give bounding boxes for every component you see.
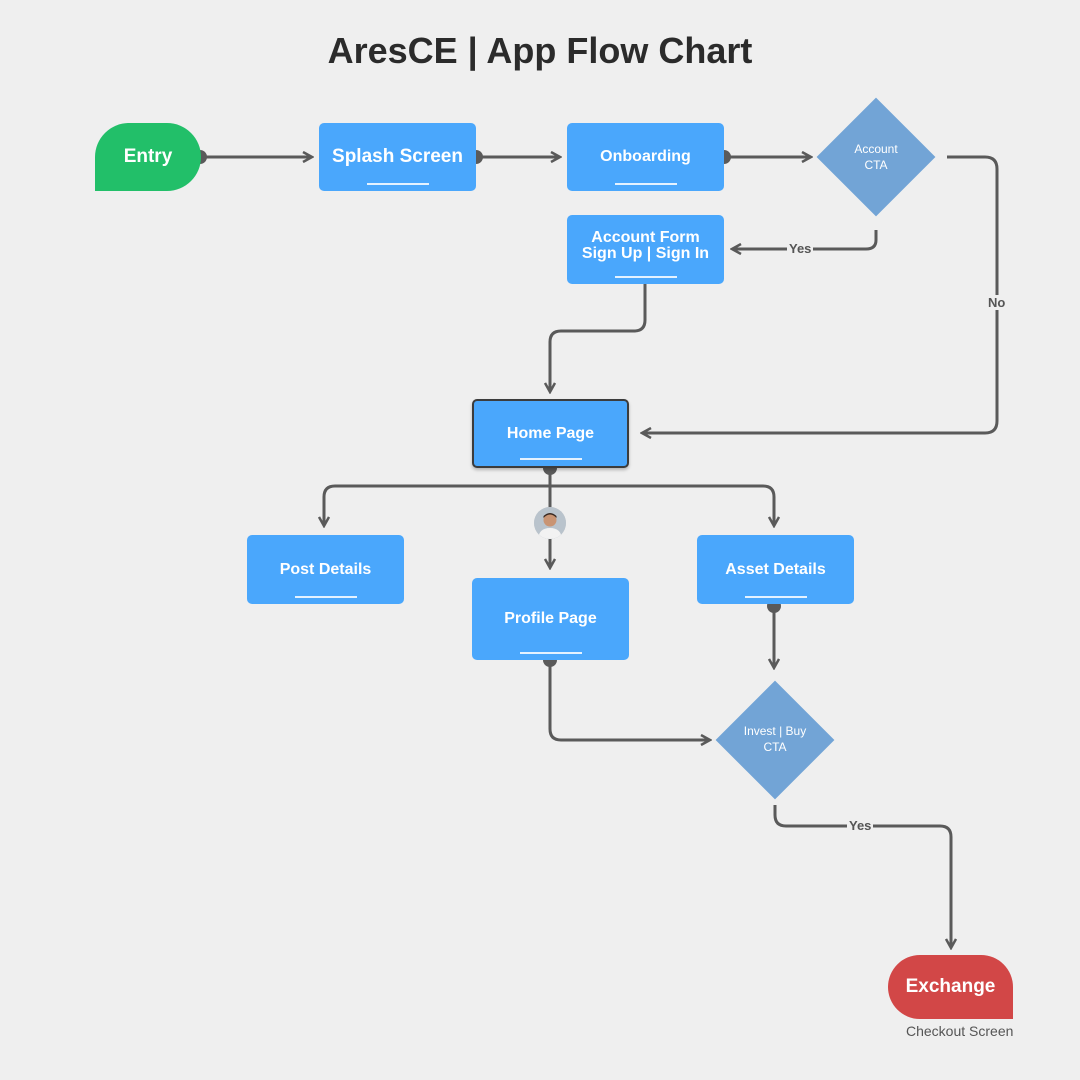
exchange-label: Exchange (905, 976, 996, 997)
account-yes-label: Yes (787, 241, 814, 256)
underline (519, 652, 582, 654)
entry-node[interactable]: Entry (95, 123, 201, 191)
underline (744, 596, 807, 598)
user-avatar-icon (534, 507, 566, 539)
profile-page-node[interactable]: Profile Page (472, 578, 629, 660)
edge-cta-no (642, 155, 999, 433)
splash-screen-node[interactable]: Splash Screen (319, 123, 476, 191)
edge-profile-invest (548, 660, 710, 740)
home-page-node[interactable]: Home Page (472, 399, 629, 468)
underline (519, 458, 582, 460)
invest-cta-label: Invest | Buy CTA (743, 724, 807, 754)
account-form-node[interactable]: Account Form Sign Up | Sign In (567, 215, 724, 284)
chart-title: AresCE | App Flow Chart (327, 30, 753, 71)
post-details-node[interactable]: Post Details (247, 535, 404, 604)
onboarding-label: Onboarding (600, 148, 691, 165)
underline (614, 183, 677, 185)
account-form-label: Account Form (591, 228, 700, 246)
underline (366, 183, 429, 185)
account-cta-label: Account CTA (854, 142, 898, 172)
edge-form-home (550, 284, 647, 392)
asset-details-node[interactable]: Asset Details (697, 535, 854, 604)
invest-yes-label: Yes (847, 818, 874, 833)
splash-screen-label: Splash Screen (332, 146, 463, 167)
underline (294, 596, 357, 598)
onboarding-node[interactable]: Onboarding (567, 123, 724, 191)
account-no-label: No (986, 295, 1008, 310)
asset-details-label: Asset Details (725, 560, 826, 578)
profile-page-label: Profile Page (504, 610, 597, 627)
account-form-sublabel: Sign Up | Sign In (581, 244, 710, 262)
edge-cta-yes (732, 230, 878, 249)
entry-label: Entry (123, 146, 173, 167)
underline (614, 276, 677, 278)
checkout-screen-caption: Checkout Screen (906, 1023, 1014, 1039)
post-details-label: Post Details (279, 560, 372, 578)
exchange-node[interactable]: Exchange (888, 955, 1013, 1019)
home-page-label: Home Page (506, 424, 595, 442)
